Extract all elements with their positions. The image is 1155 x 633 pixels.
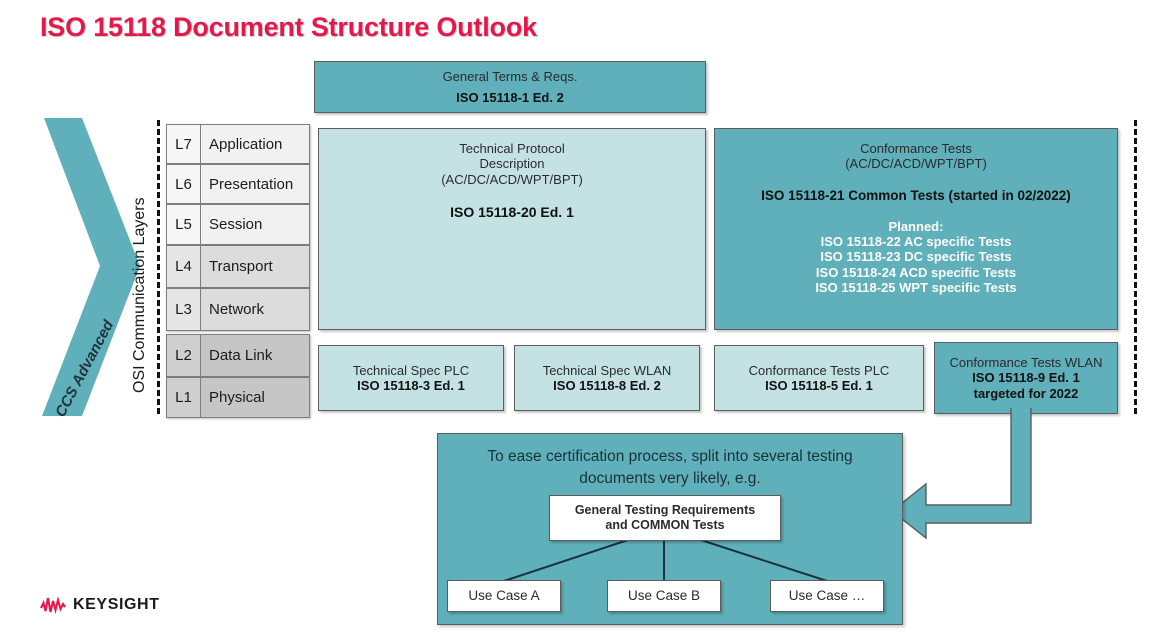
general-terms-standard: ISO 15118-1 Ed. 2 [456,90,564,105]
layer-id: L2 [166,334,201,377]
protocol-line-3: (AC/DC/ACD/WPT/BPT) [441,171,583,187]
planned-heading: Planned: [888,218,944,234]
use-case-other-box: Use Case … [770,580,884,612]
layer-id: L4 [166,245,201,288]
conformance-tests-plc-box: Conformance Tests PLC ISO 15118-5 Ed. 1 [714,345,924,411]
layer-id: L7 [166,124,201,164]
planned-item: ISO 15118-25 WPT specific Tests [815,279,1017,295]
technical-protocol-box: Technical Protocol Description (AC/DC/AC… [318,128,706,330]
osi-layer-row: L7 Application [166,124,310,164]
root-box-line-2: and COMMON Tests [605,518,725,532]
keysight-wordmark: KEYSIGHT [73,596,160,613]
use-case-b-box: Use Case B [607,580,721,612]
planned-item: ISO 15118-24 ACD specific Tests [815,264,1017,280]
use-case-label: Use Case … [788,588,866,604]
bottom-panel-note-line-2: documents very likely, e.g. [579,470,761,487]
box-standard: ISO 15118-8 Ed. 2 [553,378,661,393]
osi-axis-label: OSI Communication Layers [131,197,148,393]
layer-label: Presentation [201,164,310,204]
osi-layer-stack: L7 Application L6 Presentation L5 Sessio… [166,124,310,418]
layer-id: L3 [166,288,201,331]
general-terms-box: General Terms & Reqs. ISO 15118-1 Ed. 2 [314,61,706,113]
box-standard: ISO 15118-9 Ed. 1 [972,370,1080,386]
root-box-line-1: General Testing Requirements [574,503,756,518]
osi-layer-row: L2 Data Link [166,334,310,377]
bottom-panel-note-line-1: To ease certification process, split int… [487,448,853,465]
layer-label: Transport [201,245,310,288]
layer-label: Application [201,124,310,164]
dashed-boundary-left [157,120,160,414]
osi-layer-row: L4 Transport [166,245,310,288]
keysight-waveform-icon [40,596,66,614]
page-title: ISO 15118 Document Structure Outlook [40,12,537,42]
conformance-standard: ISO 15118-21 Common Tests (started in 02… [761,187,1071,203]
planned-item: ISO 15118-22 AC specific Tests [820,233,1012,249]
conformance-line-2: (AC/DC/ACD/WPT/BPT) [845,156,987,172]
box-standard: ISO 15118-3 Ed. 1 [357,378,465,393]
technical-spec-plc-box: Technical Spec PLC ISO 15118-3 Ed. 1 [318,345,504,411]
layer-label: Session [201,204,310,245]
layer-label: Physical [201,377,310,418]
layer-id: L5 [166,204,201,245]
layer-id: L1 [166,377,201,418]
box-subtitle: Conformance Tests WLAN [949,355,1103,370]
technical-spec-wlan-box: Technical Spec WLAN ISO 15118-8 Ed. 2 [514,345,700,411]
keysight-logo: KEYSIGHT [40,596,160,614]
conformance-tests-box: Conformance Tests (AC/DC/ACD/WPT/BPT) IS… [714,128,1118,330]
flow-arrow-connector [890,408,1032,540]
layer-id: L6 [166,164,201,204]
osi-layer-row: L5 Session [166,204,310,245]
conformance-line-1: Conformance Tests [860,141,972,156]
box-subtitle: Conformance Tests PLC [748,362,890,378]
protocol-line-2: Description [479,156,545,172]
box-standard: ISO 15118-5 Ed. 1 [765,378,873,393]
layer-label: Data Link [201,334,310,377]
conformance-tests-wlan-box: Conformance Tests WLAN ISO 15118-9 Ed. 1… [934,342,1118,414]
use-case-a-box: Use Case A [447,580,561,612]
osi-layer-row: L3 Network [166,288,310,331]
planned-item: ISO 15118-23 DC specific Tests [820,249,1012,265]
protocol-standard: ISO 15118-20 Ed. 1 [450,203,574,220]
protocol-line-1: Technical Protocol [459,141,565,156]
use-case-label: Use Case A [468,588,540,604]
general-testing-requirements-box: General Testing Requirements and COMMON … [549,495,781,541]
box-subtitle: Technical Spec WLAN [542,362,672,378]
general-terms-subtitle: General Terms & Reqs. [442,68,578,84]
dashed-boundary-right [1134,120,1137,414]
box-extra: targeted for 2022 [973,385,1079,401]
layer-label: Network [201,288,310,331]
ccs-advanced-band [42,118,140,416]
use-case-label: Use Case B [627,588,701,604]
box-subtitle: Technical Spec PLC [352,362,470,378]
osi-layer-row: L1 Physical [166,377,310,418]
osi-layer-row: L6 Presentation [166,164,310,204]
